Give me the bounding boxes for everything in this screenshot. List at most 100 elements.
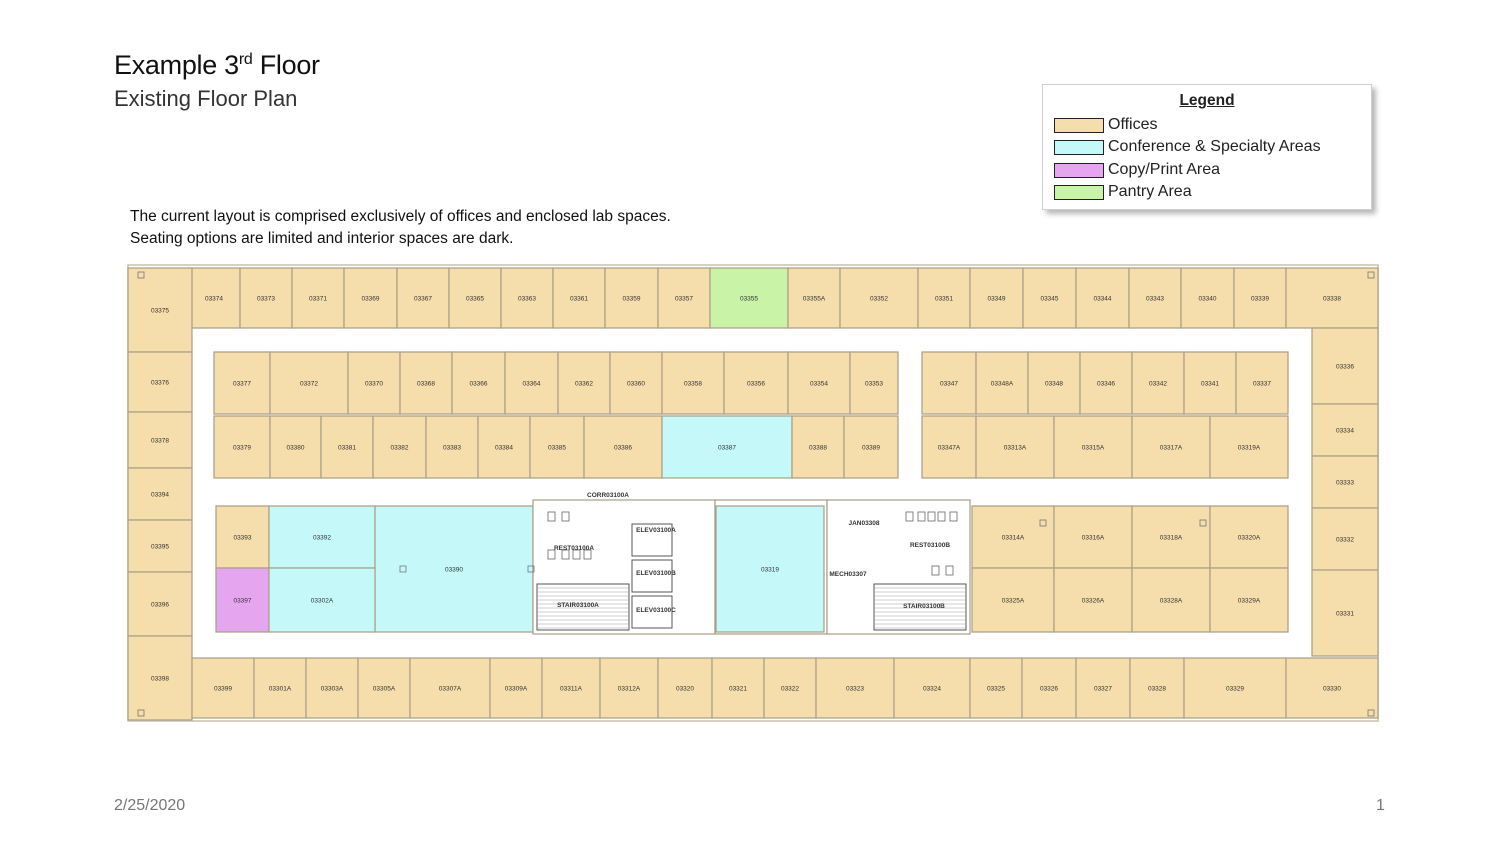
room: 03337	[1235, 351, 1289, 415]
door-marker-icon	[137, 271, 145, 279]
room-label: 03337	[1253, 381, 1271, 388]
room: 03333	[1311, 455, 1379, 509]
room: 03366	[451, 351, 506, 415]
room: 03336	[1311, 327, 1379, 405]
room: 03320	[657, 657, 713, 719]
room-label: 03313A	[1004, 445, 1027, 452]
room-shape	[1079, 351, 1133, 415]
room-label: 03302A	[311, 598, 334, 605]
room: 03399	[191, 657, 255, 719]
room: 03331	[1311, 569, 1379, 657]
room: 03339	[1233, 267, 1287, 329]
room: 03355A	[787, 267, 841, 329]
room-label: 03319	[761, 567, 779, 574]
door-marker-icon	[1039, 519, 1047, 527]
room-label: 03368	[417, 381, 435, 388]
room-shape	[1131, 567, 1211, 633]
room: 03332	[1311, 507, 1379, 571]
room-shape	[529, 415, 585, 479]
room-shape	[723, 351, 789, 415]
room-shape	[839, 267, 919, 329]
room-shape	[1311, 569, 1379, 657]
toilet-icon	[937, 511, 946, 522]
room: 03357	[657, 267, 711, 329]
room-shape	[451, 351, 506, 415]
room-shape	[187, 267, 241, 329]
room-shape	[815, 657, 895, 719]
room: 03317A	[1131, 415, 1211, 479]
room-shape	[661, 415, 793, 479]
room-label: 03372	[300, 381, 318, 388]
room: 03365	[448, 267, 502, 329]
room-label: 03353	[865, 381, 883, 388]
room-shape	[1209, 567, 1289, 633]
room-label: 03329	[1226, 686, 1244, 693]
room-shape	[1209, 415, 1289, 479]
room-shape	[1053, 567, 1133, 633]
room-label: 03390	[445, 567, 463, 574]
room-shape	[269, 351, 349, 415]
legend: Legend Offices Conference & Specialty Ar…	[1042, 84, 1372, 210]
room-label: 03365	[466, 296, 484, 303]
room-shape	[975, 351, 1029, 415]
room: 03397	[215, 567, 270, 633]
service-room-label: STAIR03100B	[903, 603, 945, 610]
legend-swatch-pantry	[1054, 184, 1104, 200]
room-label: 03380	[286, 445, 304, 452]
room: 03374	[187, 267, 241, 329]
room-shape	[715, 505, 825, 633]
room-shape	[213, 351, 271, 415]
room-label: 03325A	[1002, 598, 1025, 605]
room-shape	[357, 657, 411, 719]
room-shape	[269, 415, 322, 479]
room: 03343	[1128, 267, 1182, 329]
room-label: 03348A	[991, 381, 1014, 388]
room-shape	[268, 505, 376, 569]
room-shape	[127, 351, 193, 413]
room-label: 03333	[1336, 480, 1354, 487]
room-shape	[893, 657, 971, 719]
title-superscript: rd	[238, 51, 253, 68]
room-label: 03332	[1336, 537, 1354, 544]
room: 03377	[213, 351, 271, 415]
room-shape	[711, 657, 765, 719]
room-label: 03356	[747, 381, 765, 388]
legend-item-copy-print: Copy/Print Area	[1054, 160, 1220, 180]
room-shape	[372, 415, 427, 479]
room-label: 03388	[809, 445, 827, 452]
room: 03382	[372, 415, 427, 479]
room-shape	[541, 657, 601, 719]
room: 03314A	[971, 505, 1055, 569]
door-marker-icon	[137, 709, 145, 717]
toilet-icon	[905, 511, 914, 522]
room-shape	[1128, 267, 1182, 329]
room-label: 03325	[987, 686, 1005, 693]
room-label: 03331	[1336, 611, 1354, 618]
room-label: 03322	[781, 686, 799, 693]
room-shape	[1183, 657, 1287, 719]
room: 03346	[1079, 351, 1133, 415]
room-label: 03379	[233, 445, 251, 452]
room: 03363	[500, 267, 554, 329]
title-end: Floor	[252, 50, 320, 80]
room-shape	[448, 267, 502, 329]
room: 03301A	[253, 657, 307, 719]
room-label: 03301A	[269, 686, 292, 693]
room: 03303A	[305, 657, 359, 719]
room-shape	[127, 519, 193, 573]
room-label: 03303A	[321, 686, 344, 693]
room-shape	[215, 567, 270, 633]
room-shape	[917, 267, 971, 329]
room-shape	[347, 351, 401, 415]
room: 03378	[127, 411, 193, 469]
room: 03344	[1075, 267, 1130, 329]
room-label: 03395	[151, 544, 169, 551]
toilet-icon	[917, 511, 926, 522]
toilet-icon	[949, 511, 958, 522]
room: 03368	[399, 351, 453, 415]
room-shape	[1075, 267, 1130, 329]
room-shape	[127, 571, 193, 637]
room-label: 03357	[675, 296, 693, 303]
room-shape	[1285, 657, 1379, 719]
room: 03325	[969, 657, 1023, 719]
